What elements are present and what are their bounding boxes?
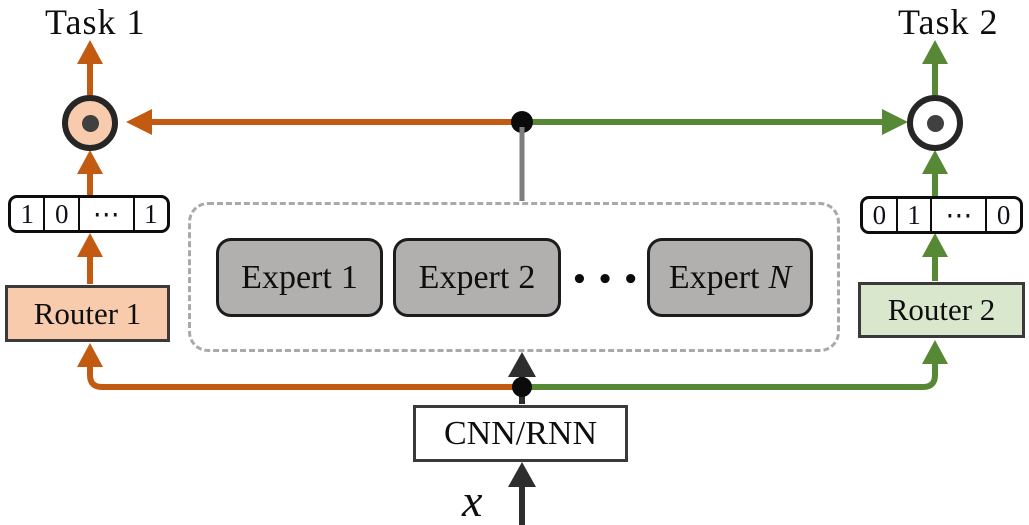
expert-label-index: N [768, 258, 792, 296]
router1-box: Router 1 [5, 285, 170, 342]
expert-label-prefix: Expert [668, 258, 760, 296]
task1-label: Task 1 [45, 2, 146, 42]
task1-mask-vector: 1 0 ⋯ 1 [8, 195, 170, 233]
router2-label: Router 2 [887, 292, 996, 327]
experts-to-task2-arrow [522, 109, 908, 135]
features-to-router1-connector [77, 343, 522, 390]
expert-1-box: Expert 1 [216, 238, 383, 317]
experts-ellipsis: ••• [571, 265, 648, 295]
task2-mask-cell: ⋯ [930, 199, 985, 231]
router1-label: Router 1 [33, 295, 142, 331]
task1-multiply-dot-icon [81, 114, 99, 132]
task1-output-arrow [77, 40, 103, 95]
task1-mask-cell: 0 [43, 198, 77, 230]
task2-mask-cell: 0 [872, 199, 887, 230]
task2-multiply-dot-icon [926, 114, 944, 132]
task2-mask-cell: 0 [985, 199, 1020, 231]
mask1-to-node-arrow [77, 150, 103, 196]
experts-pool-container [188, 202, 840, 352]
input-x-label: x [462, 475, 483, 525]
features-to-router2-connector [522, 340, 948, 390]
task2-mask-vector: 0 1 ⋯ 0 [860, 196, 1023, 234]
task1-elementwise-multiply-node [62, 95, 118, 151]
backbone-feature-junction-dot [512, 377, 532, 397]
task1-mask-cell: 1 [20, 198, 34, 229]
experts-to-task1-arrow [126, 109, 522, 135]
expert-label-index: 2 [518, 258, 536, 296]
mask2-to-node-arrow [922, 150, 948, 196]
task2-elementwise-multiply-node [907, 95, 963, 151]
task1-mask-cell: ⋯ [77, 198, 133, 230]
task1-mask-cell: 1 [132, 198, 167, 230]
expert-label-index: 1 [340, 258, 358, 296]
router1-to-mask1-arrow [77, 233, 103, 284]
task2-label: Task 2 [898, 2, 999, 42]
task2-output-arrow [922, 40, 948, 95]
router2-box: Router 2 [858, 282, 1025, 338]
input-to-backbone-arrow [508, 462, 536, 525]
expert-label-prefix: Expert [418, 258, 510, 296]
backbone-label: CNN/RNN [443, 414, 598, 452]
expert-label-prefix: Expert [241, 258, 332, 296]
shared-output-junction-dot [511, 111, 533, 133]
expert-2-box: Expert 2 [393, 238, 561, 317]
backbone-box: CNN/RNN [413, 405, 628, 462]
router2-to-mask2-arrow [922, 233, 948, 281]
expert-n-box: Expert N [647, 238, 813, 317]
task2-mask-cell: 1 [895, 199, 931, 231]
